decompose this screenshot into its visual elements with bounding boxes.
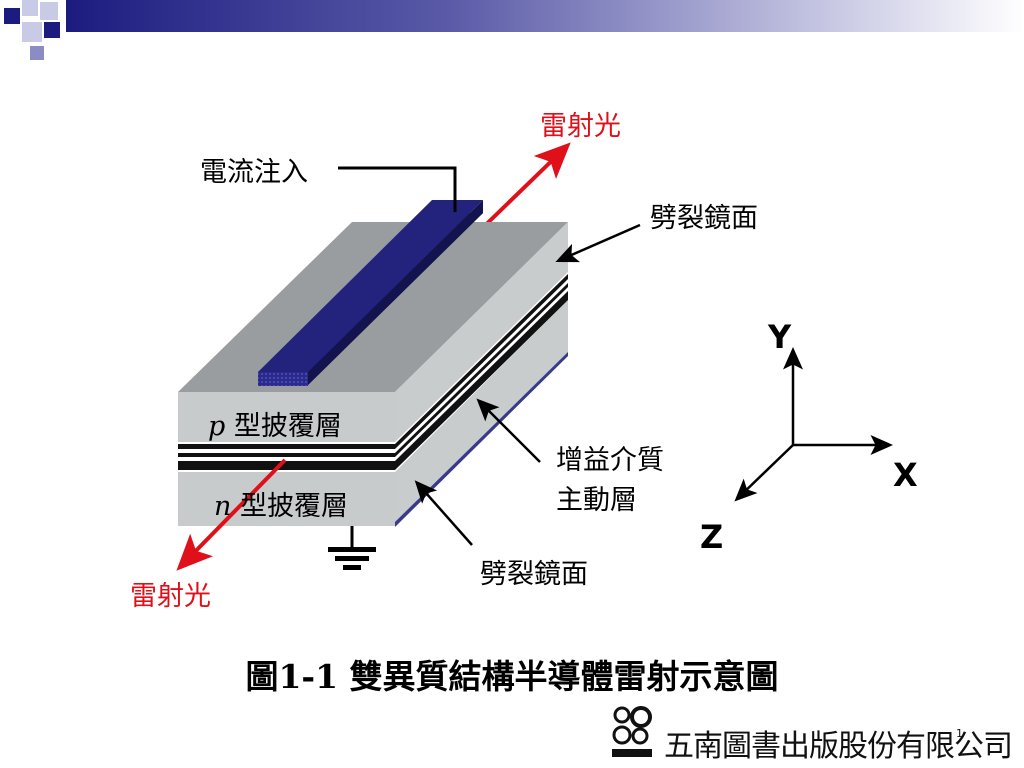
ground-symbol bbox=[328, 547, 376, 552]
ground-symbol bbox=[335, 556, 369, 561]
y-axis-label: Y bbox=[767, 318, 792, 356]
n-italic: n bbox=[214, 491, 232, 522]
p-cladding-label: p 型披覆層 bbox=[208, 404, 342, 443]
z-axis-label: Z bbox=[700, 518, 723, 556]
active-layer-stripe bbox=[178, 444, 395, 449]
title-decoration bbox=[0, 0, 66, 66]
gain-medium-label-line1: 增益介質 bbox=[556, 445, 664, 476]
p-italic: p bbox=[208, 411, 226, 442]
x-axis-label: X bbox=[893, 456, 918, 494]
publisher-logo-icon bbox=[612, 706, 652, 757]
electrode-stripe-top bbox=[258, 200, 483, 372]
electrode-stripe-front bbox=[258, 372, 308, 386]
laser-beam-bottom bbox=[176, 458, 287, 571]
p-layer-text: 型披覆層 bbox=[233, 411, 342, 442]
deco-square bbox=[40, 2, 58, 20]
active-layer-stripe bbox=[178, 453, 395, 457]
current-injection-wire bbox=[338, 166, 457, 212]
page-number: 1 bbox=[956, 727, 963, 740]
title-bar bbox=[66, 0, 1024, 32]
n-cladding-label: n 型披覆層 bbox=[214, 484, 348, 523]
deco-square bbox=[22, 22, 42, 42]
current-injection-label: 電流注入 bbox=[200, 157, 308, 188]
deco-square bbox=[44, 22, 60, 38]
block-bottom-edge bbox=[395, 352, 568, 527]
gain-medium-label-line2: 主動層 bbox=[556, 485, 637, 516]
active-layer-stripe bbox=[395, 274, 568, 449]
deco-square bbox=[30, 46, 44, 60]
publisher-footer: 五南圖書出版股份有限公司 1 bbox=[608, 703, 1020, 764]
laser-label-bottom: 雷射光 bbox=[130, 581, 211, 612]
z-axis bbox=[734, 444, 794, 502]
cleaved-mirror-top-arrow bbox=[555, 223, 641, 263]
publisher-name: 五南圖書出版股份有限公司 bbox=[664, 729, 1013, 764]
active-layer-stripe bbox=[395, 283, 568, 457]
laser-label-top: 雷射光 bbox=[540, 111, 621, 142]
electrode-stripe-edge bbox=[308, 200, 483, 385]
cleaved-mirror-bottom-label: 劈裂鏡面 bbox=[480, 559, 588, 590]
cleaved-mirror-bottom-arrow bbox=[414, 480, 473, 546]
active-layer-stripe bbox=[178, 461, 395, 470]
ground-symbol bbox=[343, 565, 361, 570]
active-layer-stripe bbox=[395, 291, 568, 470]
deco-square bbox=[22, 0, 38, 16]
cleaved-mirror-top-label: 劈裂鏡面 bbox=[650, 203, 758, 234]
n-layer-text: 型披覆層 bbox=[239, 491, 348, 522]
deco-square bbox=[4, 8, 20, 24]
gain-medium-arrow bbox=[476, 398, 541, 463]
figure-caption: 圖1-1 雙異質結構半導體雷射示意圖 bbox=[245, 657, 779, 696]
